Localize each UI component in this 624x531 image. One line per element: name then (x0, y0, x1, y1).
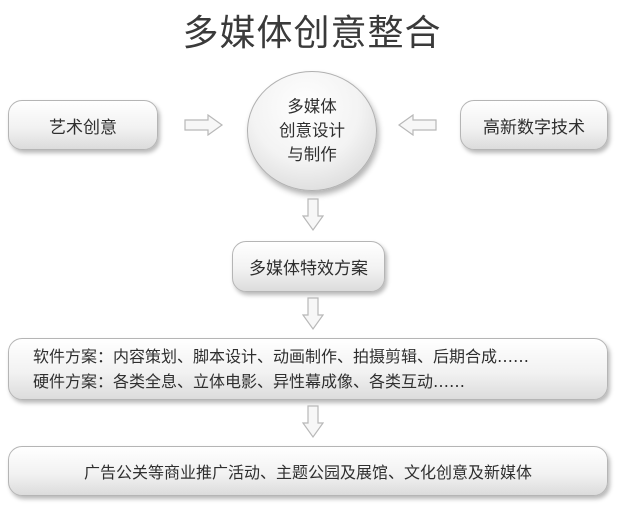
art-creativity-label: 艺术创意 (49, 117, 117, 138)
hardware-solution-text: 硬件方案：各类全息、立体电影、异性幕成像、各类互动…… (33, 372, 466, 391)
art-creativity-box: 艺术创意 (8, 100, 158, 150)
right-arrow-icon (184, 114, 224, 136)
applications-box: 广告公关等商业推广活动、主题公园及展馆、文化创意及新媒体 (8, 446, 608, 496)
digital-technology-label: 高新数字技术 (483, 117, 585, 138)
solutions-box: 软件方案：内容策划、脚本设计、动画制作、拍摄剪辑、后期合成…… 硬件方案：各类全… (8, 338, 608, 400)
applications-label: 广告公关等商业推广活动、主题公园及展馆、文化创意及新媒体 (83, 463, 532, 482)
left-arrow-icon (397, 114, 437, 136)
down-arrow-icon (302, 405, 324, 439)
circle-line-3: 与制作 (287, 145, 337, 164)
circle-line-2: 创意设计 (279, 121, 345, 140)
software-solution-text: 软件方案：内容策划、脚本设计、动画制作、拍摄剪辑、后期合成…… (33, 347, 530, 366)
multimedia-design-circle: 多媒体 创意设计 与制作 (247, 71, 377, 191)
diagram-title: 多媒体创意整合 (182, 13, 442, 54)
digital-technology-box: 高新数字技术 (460, 100, 608, 150)
effects-solution-box: 多媒体特效方案 (232, 241, 385, 292)
circle-line-1: 多媒体 (287, 97, 337, 116)
down-arrow-icon (302, 198, 324, 232)
effects-solution-label: 多媒体特效方案 (249, 259, 368, 279)
down-arrow-icon (302, 297, 324, 331)
